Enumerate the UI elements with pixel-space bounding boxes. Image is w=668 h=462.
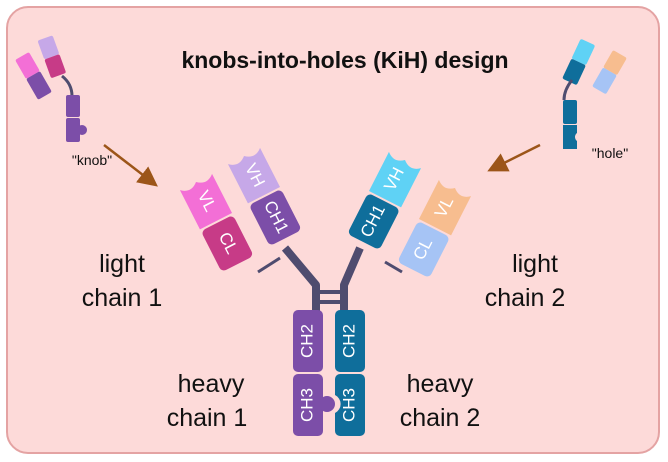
diagram-title: knobs-into-holes (KiH) design bbox=[181, 47, 508, 73]
fc-region: CH2 CH3 CH2 CH3 bbox=[293, 310, 365, 436]
schematic-vl1 bbox=[15, 52, 40, 79]
light-chain-1-label-line1: light bbox=[99, 250, 145, 278]
heavy-chain-2-arm: VH CH1 bbox=[348, 151, 422, 249]
light-chain-1-label-line2: chain 1 bbox=[82, 284, 163, 312]
vh1-domain bbox=[227, 147, 281, 204]
schematic-cl1 bbox=[26, 71, 52, 100]
schematic-vh2 bbox=[572, 39, 595, 65]
hole-cavity-icon bbox=[563, 125, 577, 149]
schematic-ch2-1 bbox=[66, 95, 80, 117]
light-chain-1: VL CL bbox=[179, 173, 253, 271]
cl2-domain bbox=[398, 222, 449, 277]
ch2-1-domain bbox=[293, 310, 323, 372]
arrow-left-icon bbox=[103, 144, 158, 187]
heavy-chain-1-arm: VH CH1 bbox=[227, 147, 301, 245]
vl1-domain bbox=[179, 173, 233, 230]
knob-bump-icon bbox=[77, 125, 87, 135]
schematic-ch1-2 bbox=[562, 59, 586, 85]
ch2-1-label: CH2 bbox=[297, 324, 316, 358]
knob-schematic: "knob" bbox=[15, 35, 112, 168]
arrow-right-icon bbox=[487, 143, 541, 172]
light-chain-2: VL CL bbox=[398, 179, 472, 277]
heavy-chain-2-label-line2: chain 2 bbox=[400, 404, 481, 432]
ch2-2-label: CH2 bbox=[339, 324, 358, 358]
schematic-vl2 bbox=[603, 50, 627, 75]
heavy-chain-1-label-line2: chain 1 bbox=[167, 404, 248, 432]
heavy-chain-1-label-line1: heavy bbox=[178, 370, 245, 398]
schematic-cl2 bbox=[592, 68, 617, 94]
vh2-domain bbox=[368, 151, 422, 208]
ch1-1-domain bbox=[250, 190, 301, 245]
light-chain-2-label-line2: chain 2 bbox=[485, 284, 566, 312]
light-chain-2-label-line1: light bbox=[512, 250, 558, 278]
schematic-hinge-2 bbox=[562, 79, 574, 101]
knob-bump-icon bbox=[319, 396, 335, 412]
schematic-ch2-2 bbox=[563, 100, 577, 124]
diagram-panel bbox=[6, 6, 660, 454]
cl1-domain bbox=[202, 216, 253, 271]
schematic-ch3-1 bbox=[66, 118, 80, 142]
hole-annotation: "hole" bbox=[592, 145, 628, 161]
knob-annotation: "knob" bbox=[72, 152, 112, 168]
hole-schematic: "hole" bbox=[562, 39, 628, 161]
hinge-region bbox=[257, 245, 403, 318]
vl2-domain bbox=[418, 179, 472, 236]
schematic-hinge-1 bbox=[61, 74, 74, 97]
ch3-2-domain bbox=[335, 374, 365, 436]
schematic-vh1 bbox=[38, 35, 59, 59]
heavy-chain-2-label-line1: heavy bbox=[407, 370, 474, 398]
ch3-1-label: CH3 bbox=[297, 388, 316, 422]
ch2-2-domain bbox=[335, 310, 365, 372]
ch3-1-domain bbox=[293, 374, 323, 436]
ch1-2-domain bbox=[348, 194, 399, 249]
schematic-ch1-1 bbox=[44, 54, 66, 78]
ch3-2-label: CH3 bbox=[339, 388, 358, 422]
